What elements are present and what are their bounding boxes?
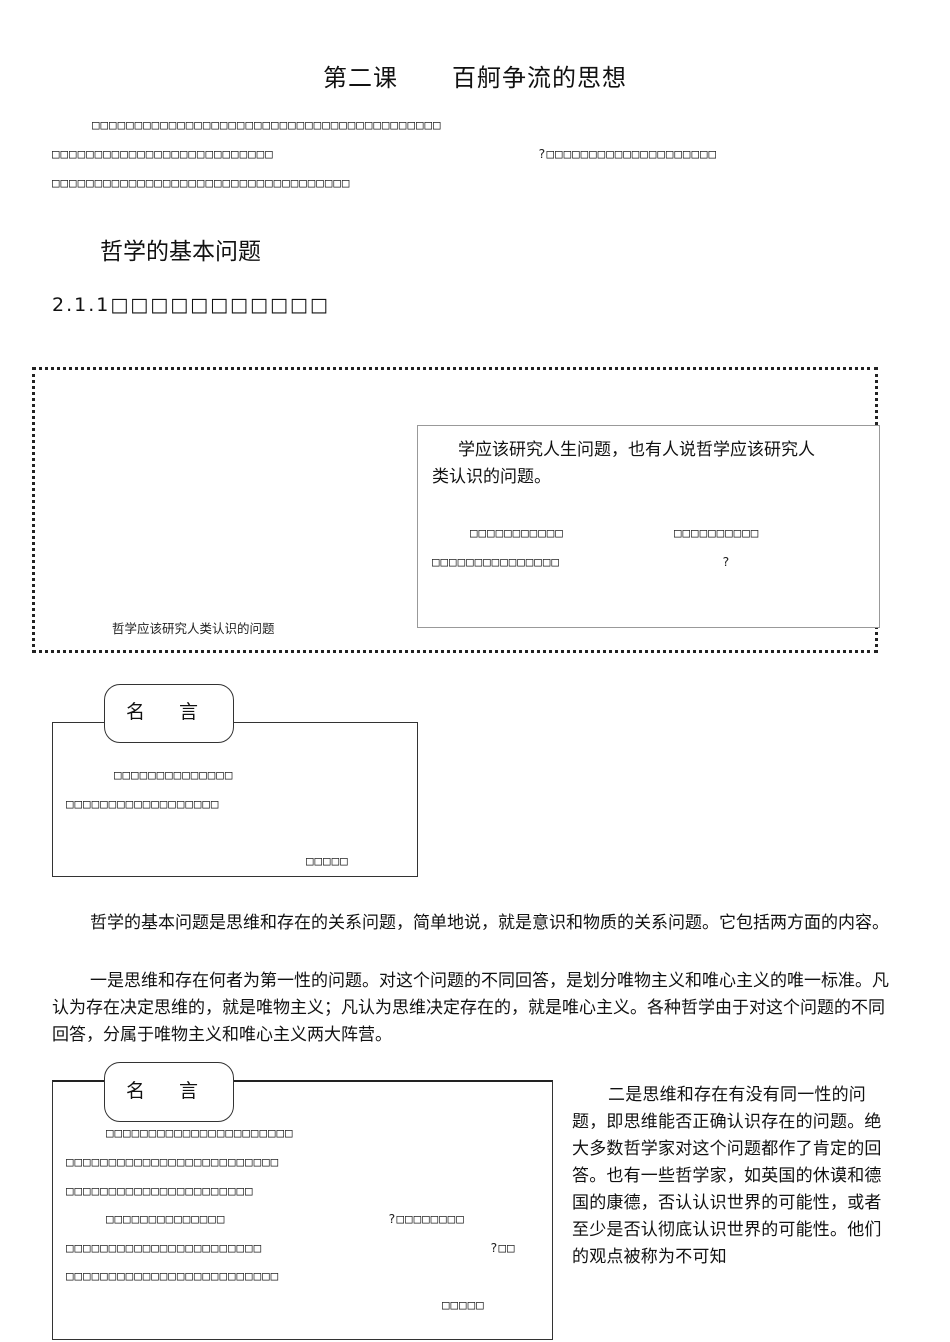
figure-text-line-2: 类认识的问题。 [432, 467, 551, 487]
subsection-heading: 2.1.1□□□□□□□□□□□ [52, 294, 330, 316]
figure-text-box [417, 425, 880, 628]
quote1-line-1: □□□□□□□□□□□□□□ [114, 767, 234, 782]
figure-question-1a: □□□□□□□□□□□ [470, 525, 564, 540]
quote2-line-4a: □□□□□□□□□□□□□□ [106, 1211, 226, 1226]
quote-tab-1: 名 言 [104, 684, 234, 743]
figure-question-2a: □□□□□□□□□□□□□□□ [432, 554, 560, 569]
quote1-author: □□□□□ [306, 853, 349, 868]
body-paragraph-2: 一是思维和存在何者为第一性的问题。对这个问题的不同回答，是划分唯物主义和唯心主义… [52, 971, 889, 1045]
figure-caption: 哲学应该研究人类认识的问题 [112, 621, 275, 636]
intro-line-2b: ?□□□□□□□□□□□□□□□□□□□□ [538, 146, 718, 161]
quote2-line-4b: ?□□□□□□□□ [388, 1211, 465, 1226]
quote-box-1 [52, 722, 418, 877]
intro-line-3: □□□□□□□□□□□□□□□□□□□□□□□□□□□□□□□□□□□ [52, 175, 351, 190]
quote2-line-5b: ?□□ [490, 1240, 516, 1255]
quote2-line-3: □□□□□□□□□□□□□□□□□□□□□□ [66, 1183, 254, 1198]
lesson-number: 第二课 [323, 64, 398, 92]
quote2-line-2: □□□□□□□□□□□□□□□□□□□□□□□□□ [66, 1154, 280, 1169]
section-heading: 哲学的基本问题 [100, 239, 261, 265]
figure-question-2b: ? [722, 554, 731, 569]
lesson-title: 第二课 百舸争流的思想 [0, 58, 950, 93]
quote2-line-1: □□□□□□□□□□□□□□□□□□□□□□ [106, 1125, 294, 1140]
quote2-line-6: □□□□□□□□□□□□□□□□□□□□□□□□□ [66, 1268, 280, 1283]
quote2-author: □□□□□ [442, 1297, 485, 1312]
side-paragraph: 二是思维和存在有没有同一性的问题，即思维能否正确认识存在的问题。绝大多数哲学家对… [572, 1085, 882, 1267]
lesson-name: 百舸争流的思想 [452, 64, 627, 92]
quote1-line-2: □□□□□□□□□□□□□□□□□□ [66, 796, 220, 811]
intro-line-2a: □□□□□□□□□□□□□□□□□□□□□□□□□□ [52, 146, 274, 161]
quote-tab-2: 名 言 [104, 1062, 234, 1122]
body-paragraph-1: 哲学的基本问题是思维和存在的关系问题，简单地说，就是意识和物质的关系问题。它包括… [90, 913, 889, 933]
intro-line-1: □□□□□□□□□□□□□□□□□□□□□□□□□□□□□□□□□□□□□□□□… [92, 117, 442, 132]
figure-text-line-1: 学应该研究人生问题，也有人说哲学应该研究人 [458, 440, 815, 460]
quote2-line-5a: □□□□□□□□□□□□□□□□□□□□□□□ [66, 1240, 263, 1255]
quote-box-2 [52, 1080, 553, 1340]
figure-question-1b: □□□□□□□□□□ [674, 525, 760, 540]
